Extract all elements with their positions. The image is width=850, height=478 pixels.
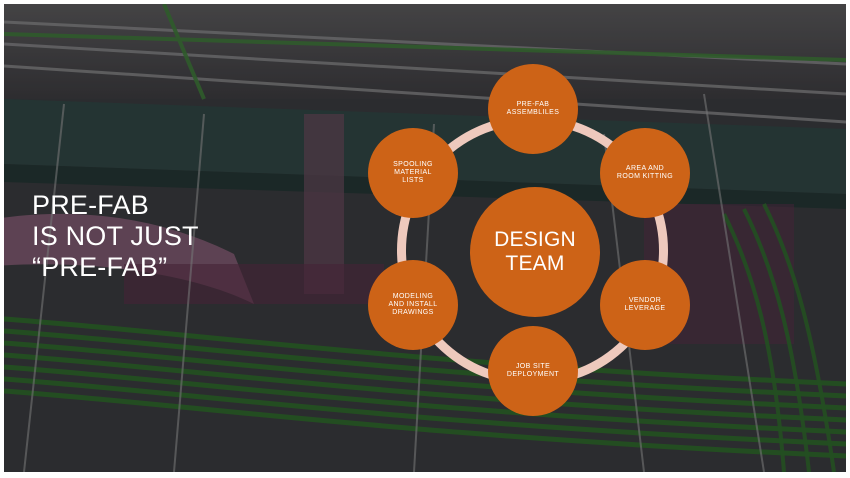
node-spooling-material-lists: SPOOLING MATERIAL LISTS xyxy=(368,128,458,218)
node-label: VENDOR LEVERAGE xyxy=(624,297,666,312)
node-prefab-assemblies: PRE-FAB ASSEMBLILES xyxy=(488,64,578,154)
node-area-room-kitting: AREA AND ROOM KITTING xyxy=(600,128,690,218)
center-node-design-team: DESIGN TEAM xyxy=(470,187,600,317)
slide-title: PRE-FAB IS NOT JUST “PRE-FAB” xyxy=(32,190,199,282)
node-label: PRE-FAB ASSEMBLILES xyxy=(506,101,560,116)
node-label: MODELING AND INSTALL DRAWINGS xyxy=(388,293,438,316)
node-job-site-deployment: JOB SITE DEPLOYMENT xyxy=(488,326,578,416)
node-modeling-install-drawings: MODELING AND INSTALL DRAWINGS xyxy=(368,260,458,350)
node-label: SPOOLING MATERIAL LISTS xyxy=(393,161,433,184)
center-node-label: DESIGN TEAM xyxy=(494,228,576,275)
slide: PRE-FAB IS NOT JUST “PRE-FAB” DESIGN TEA… xyxy=(4,4,846,472)
node-vendor-leverage: VENDOR LEVERAGE xyxy=(600,260,690,350)
node-label: JOB SITE DEPLOYMENT xyxy=(506,363,560,378)
node-label: AREA AND ROOM KITTING xyxy=(616,165,674,180)
